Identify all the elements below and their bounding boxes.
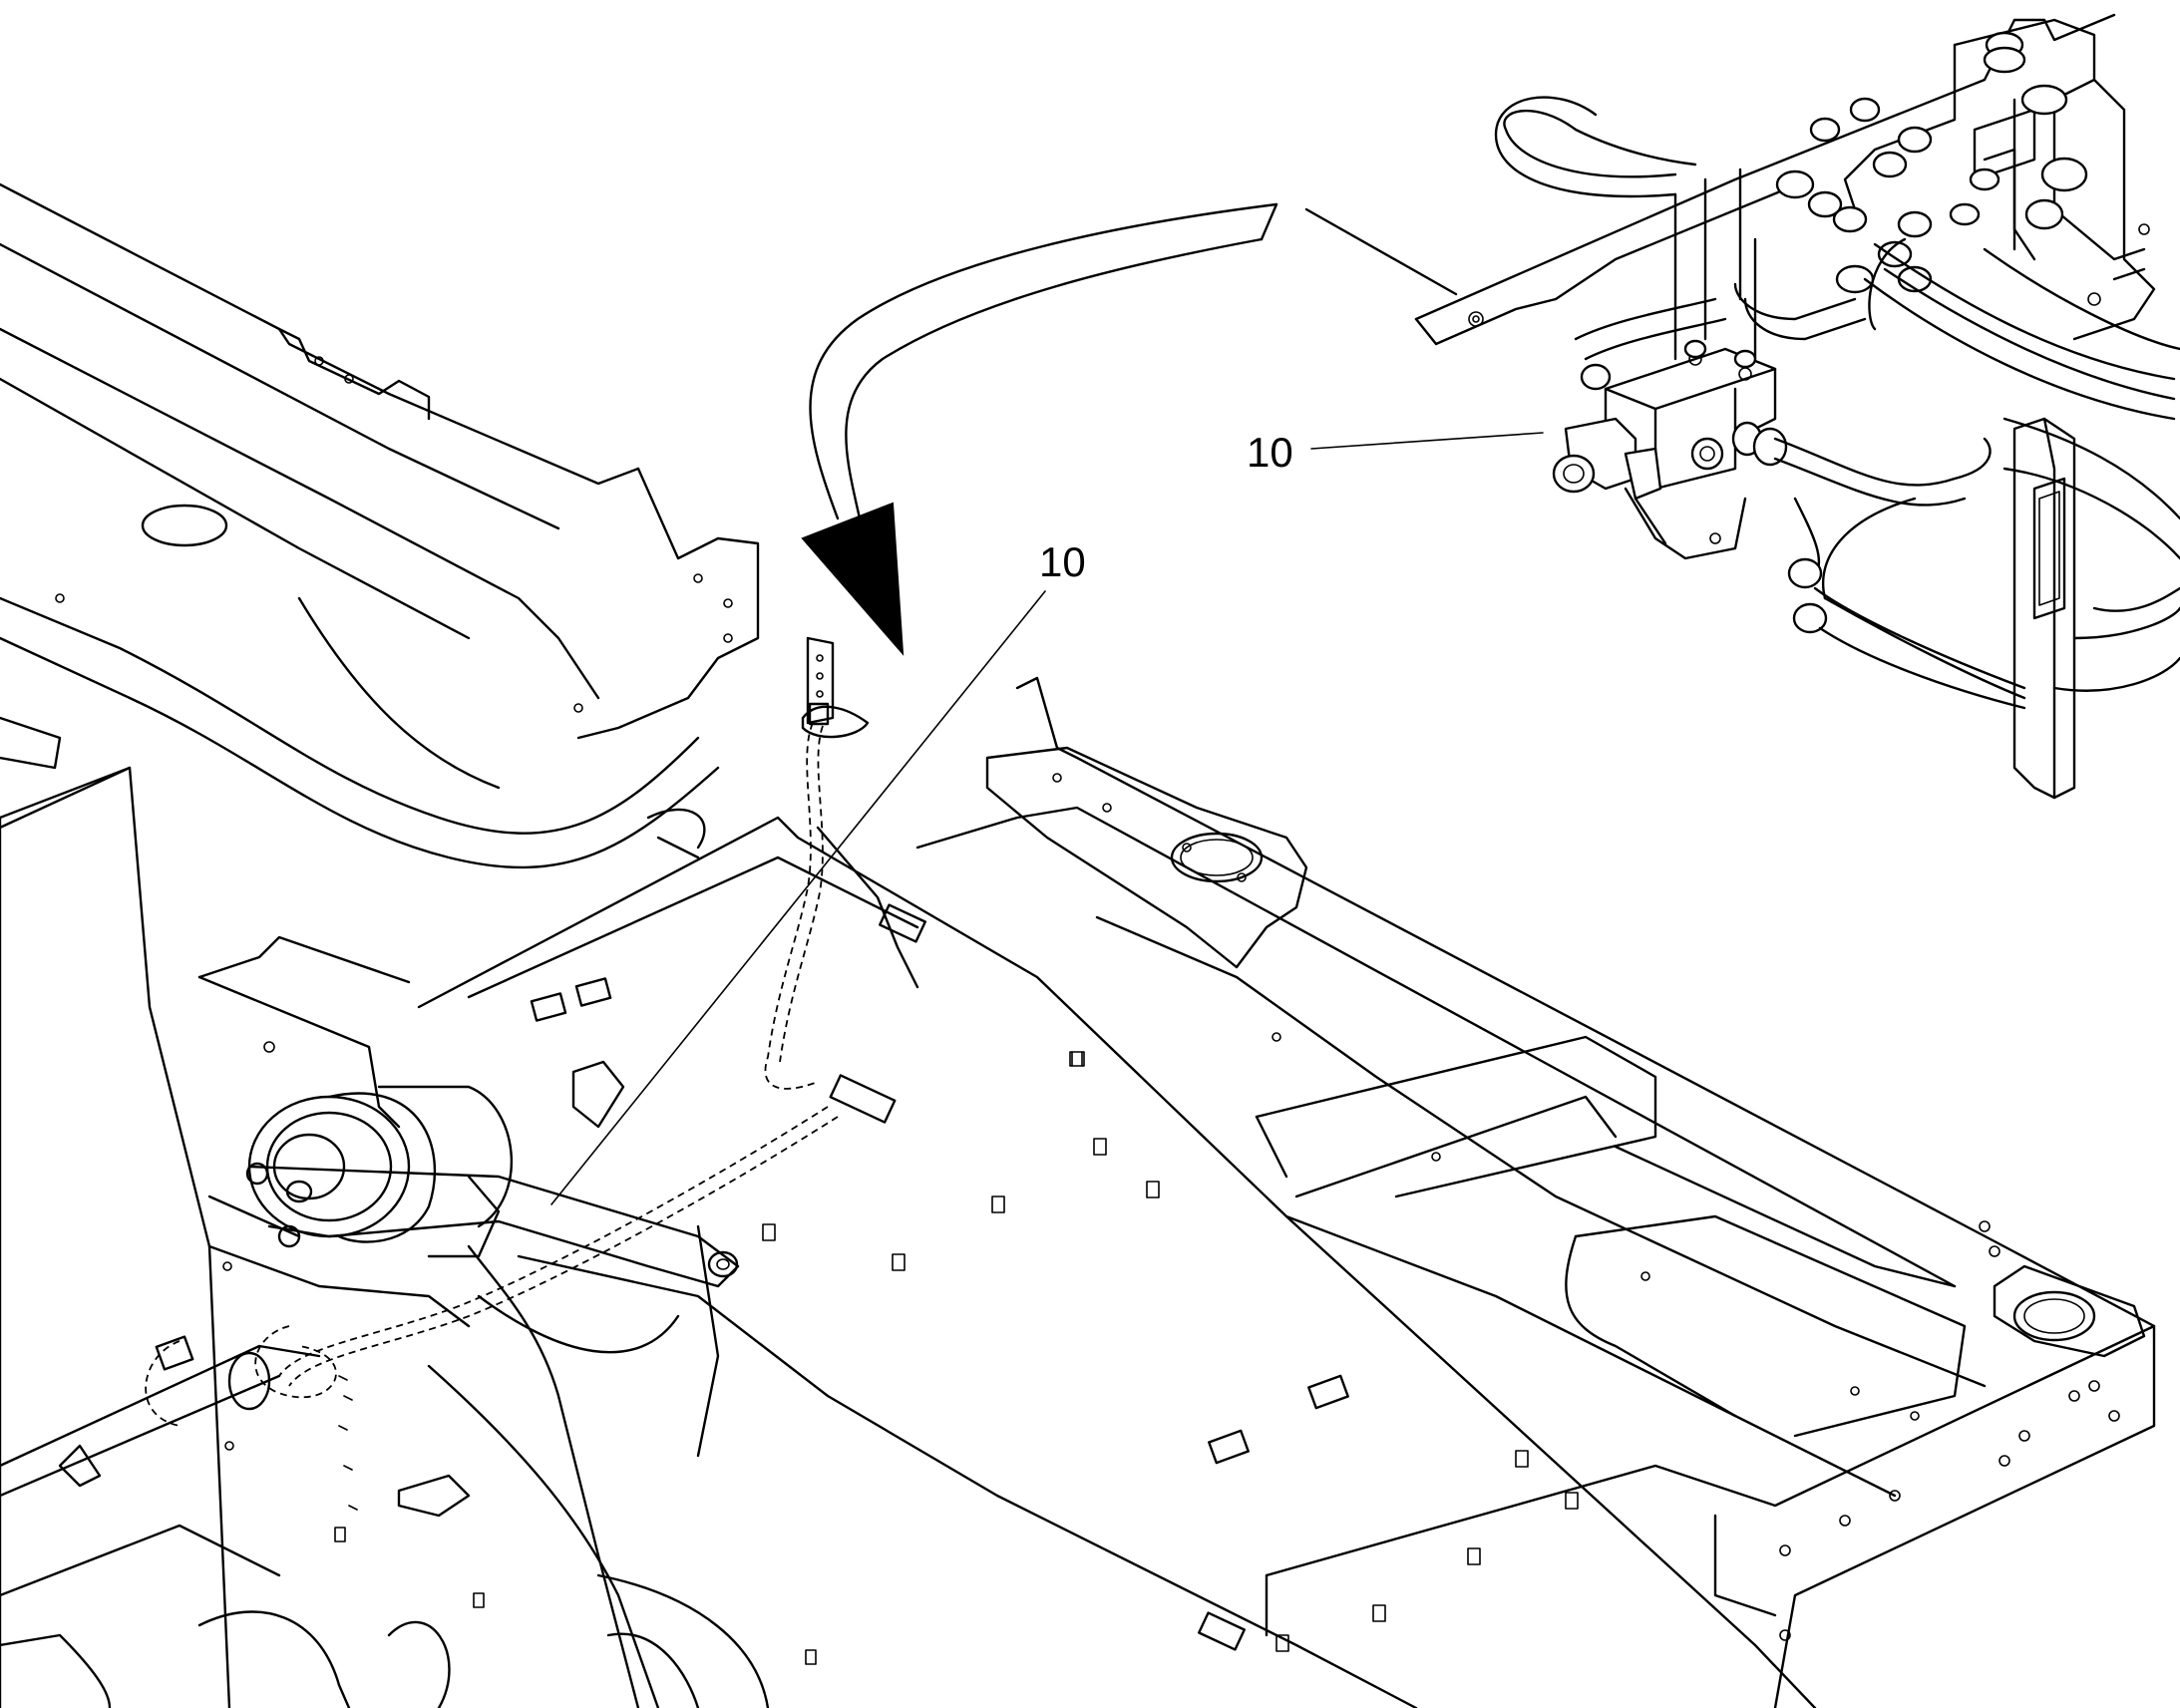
callout-10-main: 10 (550, 538, 1086, 1205)
lower-left-components (0, 1335, 817, 1708)
callout-label: 10 (1247, 429, 1293, 476)
leader-line (550, 590, 1046, 1205)
right-main-frame (915, 676, 2156, 1708)
sensor-bracket (801, 636, 870, 739)
central-boom (417, 808, 1817, 1708)
callout-10-inset: 10 (1247, 429, 1544, 476)
callout-label: 10 (1039, 538, 1086, 585)
hidden-hose-routing (145, 722, 839, 1427)
arrow-head (801, 502, 905, 656)
inset-detail (1304, 13, 2180, 800)
detail-arrow (801, 202, 1278, 656)
left-frame-side (0, 716, 471, 1708)
leader-line (1310, 432, 1544, 450)
upper-frame-rail (0, 182, 760, 869)
pivot-assembly (245, 1085, 740, 1288)
